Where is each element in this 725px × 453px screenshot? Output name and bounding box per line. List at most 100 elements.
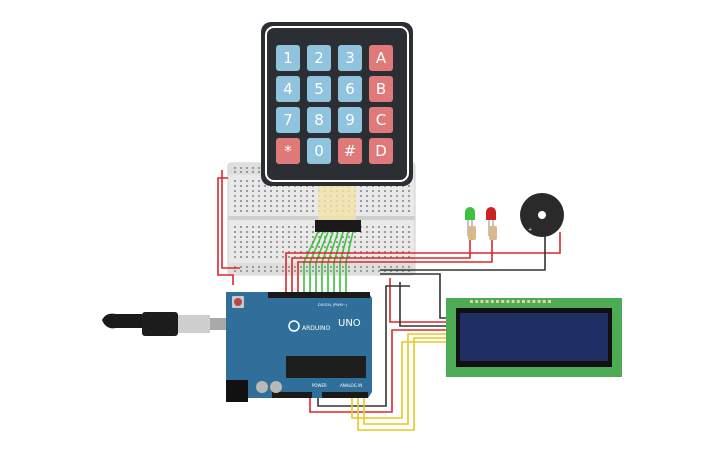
breadboard-hole: [390, 190, 392, 192]
keypad-key-label: 6: [345, 80, 355, 98]
breadboard-hole: [360, 195, 362, 197]
keypad-key-star[interactable]: *: [276, 138, 300, 164]
breadboard-hole: [276, 231, 278, 233]
red-led[interactable]: [486, 207, 497, 240]
breadboard-hole: [246, 210, 248, 212]
keypad-key-7[interactable]: 7: [276, 107, 300, 133]
wires: [217, 170, 561, 431]
keypad-key-c[interactable]: C: [369, 107, 393, 133]
breadboard-hole: [234, 226, 236, 228]
keypad-key-3[interactable]: 3: [338, 45, 362, 71]
keypad-key-2[interactable]: 2: [307, 45, 331, 71]
breadboard-hole: [384, 195, 386, 197]
breadboard-hole: [378, 190, 380, 192]
breadboard-hole: [252, 180, 254, 182]
breadboard-hole: [306, 266, 308, 268]
keypad-key-8[interactable]: 8: [307, 107, 331, 133]
keypad-key-5[interactable]: 5: [307, 76, 331, 102]
breadboard-hole: [402, 205, 404, 207]
breadboard-hole: [288, 266, 290, 268]
breadboard-hole: [312, 190, 314, 192]
keypad-key-d[interactable]: D: [369, 138, 393, 164]
breadboard-hole: [258, 185, 260, 187]
keypad-key-1[interactable]: 1: [276, 45, 300, 71]
breadboard-hole: [354, 241, 356, 243]
breadboard-hole: [276, 256, 278, 258]
breadboard-hole: [396, 236, 398, 238]
breadboard-hole: [276, 190, 278, 192]
breadboard-hole: [252, 266, 254, 268]
breadboard-hole: [408, 251, 410, 253]
breadboard-hole: [348, 236, 350, 238]
lcd-pin: [490, 300, 494, 303]
breadboard-hole: [300, 256, 302, 258]
breadboard-hole: [252, 205, 254, 207]
breadboard-hole: [378, 205, 380, 207]
breadboard-hole: [366, 231, 368, 233]
breadboard-hole: [252, 226, 254, 228]
breadboard-hole: [240, 270, 242, 272]
keypad-key-label: 9: [345, 111, 355, 129]
breadboard-hole: [276, 210, 278, 212]
breadboard-hole: [402, 241, 404, 243]
keypad-key-hash[interactable]: #: [338, 138, 362, 164]
breadboard-hole: [384, 231, 386, 233]
breadboard-hole: [396, 231, 398, 233]
keypad-key-9[interactable]: 9: [338, 107, 362, 133]
breadboard-hole: [234, 266, 236, 268]
breadboard-hole: [252, 200, 254, 202]
breadboard-hole: [318, 236, 320, 238]
breadboard-hole: [234, 171, 236, 173]
keypad-key-6[interactable]: 6: [338, 76, 362, 102]
lcd-display[interactable]: [446, 298, 622, 377]
keypad-key-b[interactable]: B: [369, 76, 393, 102]
lcd-pin: [470, 300, 473, 303]
keypad-key-4[interactable]: 4: [276, 76, 300, 102]
lcd-pin-header: [470, 300, 551, 303]
breadboard-hole: [324, 270, 326, 272]
breadboard-hole: [384, 251, 386, 253]
breadboard-hole: [402, 266, 404, 268]
breadboard-hole: [396, 246, 398, 248]
breadboard-hole: [384, 270, 386, 272]
breadboard-hole: [306, 200, 308, 202]
breadboard-hole: [258, 266, 260, 268]
breadboard-hole: [390, 205, 392, 207]
breadboard-hole: [300, 270, 302, 272]
breadboard-hole: [366, 210, 368, 212]
breadboard-hole: [318, 266, 320, 268]
breadboard-hole: [294, 190, 296, 192]
breadboard-hole: [366, 236, 368, 238]
breadboard-hole: [240, 171, 242, 173]
breadboard-hole: [354, 236, 356, 238]
breadboard-hole: [372, 256, 374, 258]
arduino-uno[interactable]: ARDUINO UNO DIGITAL (PWM~) POWER ANALOG …: [226, 292, 372, 402]
breadboard-hole: [408, 241, 410, 243]
breadboard-hole: [264, 246, 266, 248]
lcd-pin: [542, 300, 546, 303]
breadboard-hole: [396, 251, 398, 253]
keypad-key-0[interactable]: 0: [307, 138, 331, 164]
keypad-key-a[interactable]: A: [369, 45, 393, 71]
breadboard-hole: [258, 251, 260, 253]
lcd-pin: [506, 300, 510, 303]
breadboard-hole: [318, 256, 320, 258]
breadboard-hole: [312, 200, 314, 202]
breadboard-hole: [258, 171, 260, 173]
breadboard-hole: [408, 195, 410, 197]
breadboard-hole: [360, 270, 362, 272]
breadboard-hole: [240, 200, 242, 202]
breadboard-hole: [312, 195, 314, 197]
breadboard-hole: [390, 210, 392, 212]
breadboard-hole: [330, 266, 332, 268]
breadboard-hole: [252, 190, 254, 192]
breadboard-hole: [258, 210, 260, 212]
breadboard-hole: [312, 246, 314, 248]
lcd-pin: [475, 300, 479, 303]
breadboard-hole: [288, 270, 290, 272]
breadboard-hole: [372, 200, 374, 202]
green-led[interactable]: [465, 207, 476, 240]
piezo-buzzer[interactable]: +: [520, 193, 564, 237]
